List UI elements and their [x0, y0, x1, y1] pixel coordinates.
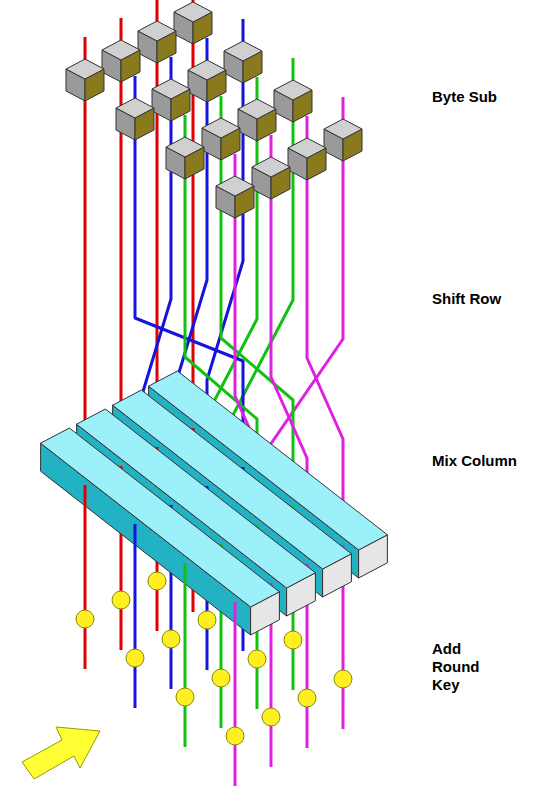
round-key-ball — [112, 591, 130, 609]
round-key-ball — [162, 630, 180, 648]
sbox-top-face — [116, 98, 154, 118]
sbox-top-face — [324, 119, 362, 139]
mix-column-top-face — [41, 428, 280, 607]
mix-column-front-face — [41, 443, 251, 635]
round-key-ball — [298, 689, 316, 707]
round-key-ball — [148, 572, 166, 590]
data-wire — [134, 524, 137, 708]
sbox-top-face — [238, 99, 276, 119]
round-key-ball — [248, 650, 266, 668]
sbox-top-face — [66, 59, 104, 79]
round-key-ball — [126, 649, 144, 667]
sbox-top-face — [216, 176, 254, 196]
sbox-top-face — [288, 138, 326, 158]
round-key-ball — [176, 688, 194, 706]
sbox-top-face — [274, 80, 312, 100]
sbox-top-face — [202, 118, 240, 138]
data-wire — [307, 116, 343, 519]
data-wire — [207, 19, 243, 460]
sbox-top-face — [138, 21, 176, 41]
data-wire — [84, 485, 87, 669]
sbox-top-face — [188, 60, 226, 80]
round-key-ball — [198, 611, 216, 629]
data-wire — [184, 563, 187, 747]
sbox-top-face — [224, 41, 262, 61]
sbox-top-face — [152, 79, 190, 99]
sbox-top-face — [174, 2, 212, 22]
input-arrow — [22, 727, 100, 779]
data-wire — [234, 602, 237, 786]
sbox-top-face — [252, 157, 290, 177]
step-label: Byte Sub — [432, 88, 497, 106]
round-key-ball — [284, 631, 302, 649]
round-key-ball — [76, 610, 94, 628]
round-key-ball — [212, 669, 230, 687]
sbox-top-face — [102, 40, 140, 60]
round-key-ball — [262, 708, 280, 726]
round-key-ball — [334, 670, 352, 688]
step-label: Shift Row — [432, 290, 501, 308]
round-key-ball — [226, 727, 244, 745]
sbox-top-face — [166, 137, 204, 157]
step-label: Add Round Key — [432, 640, 479, 694]
step-label: Mix Column — [432, 452, 517, 470]
